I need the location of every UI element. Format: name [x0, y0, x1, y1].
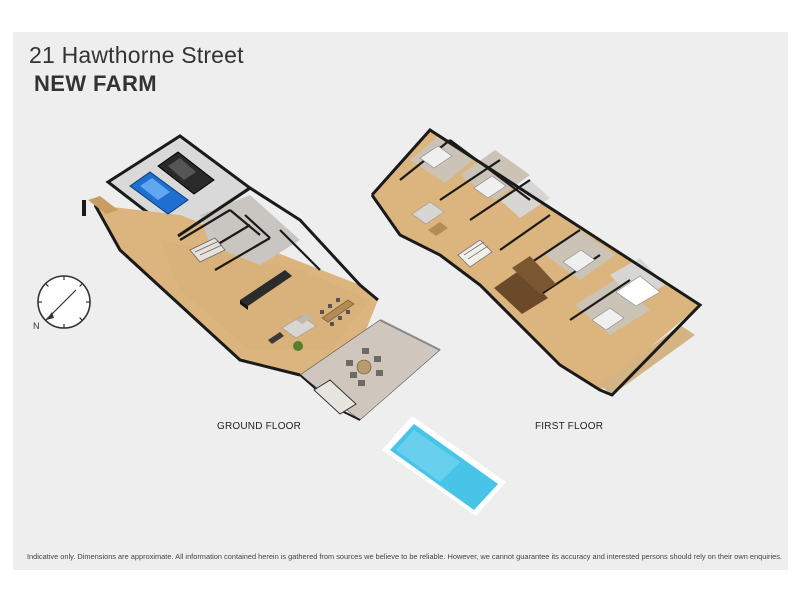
lounge-sofa-icon: [268, 314, 317, 351]
car-icon-dark: [157, 151, 215, 195]
disclaimer-text: Indicative only. Dimensions are approxim…: [27, 552, 782, 561]
stair-void-icon: [457, 239, 493, 268]
ground-floor-label: GROUND FLOOR: [217, 421, 302, 432]
pool-icon: [382, 416, 506, 516]
car-icon: [129, 171, 189, 215]
dining-table-icon: [320, 298, 355, 326]
stairs-icon: [189, 237, 226, 263]
first-floor-plan: [370, 128, 703, 397]
lounge-furniture-icon: [411, 201, 448, 236]
compass-north-letter: N: [33, 321, 40, 331]
compass-icon: [37, 275, 91, 329]
first-floor-label: FIRST FLOOR: [535, 421, 604, 432]
outdoor-dining-icon: [346, 348, 383, 386]
kitchen-island-icon: [240, 270, 292, 310]
ground-floor-plan: [82, 134, 506, 516]
property-suburb: NEW FARM: [34, 71, 157, 96]
property-address: 21 Hawthorne Street: [29, 42, 244, 68]
bed-icon: [419, 145, 625, 331]
